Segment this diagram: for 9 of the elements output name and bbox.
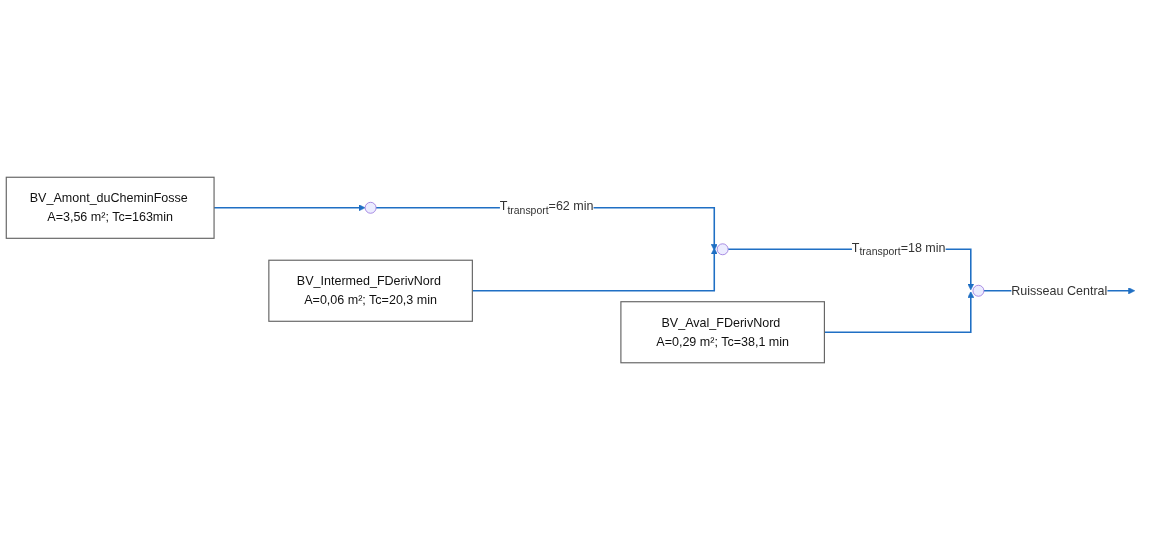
edge-label: Ruisseau Central — [1011, 284, 1108, 298]
node-circle — [972, 285, 985, 298]
node-circle — [364, 202, 377, 215]
node-box: BV_Aval_FDerivNord A=0,29 m²; Tc=38,1 min — [620, 301, 825, 364]
node-box: BV_Amont_duCheminFosse A=3,56 m²; Tc=163min — [5, 177, 215, 240]
edge-label: T$_{transport}$=62 min — [499, 199, 594, 217]
edge-label: T$_{transport}$=18 min — [851, 241, 946, 259]
node-circle — [716, 243, 729, 256]
node-box: BV_Intermed_FDerivNord A=0,06 m²; Tc=20,3 min — [268, 260, 473, 323]
